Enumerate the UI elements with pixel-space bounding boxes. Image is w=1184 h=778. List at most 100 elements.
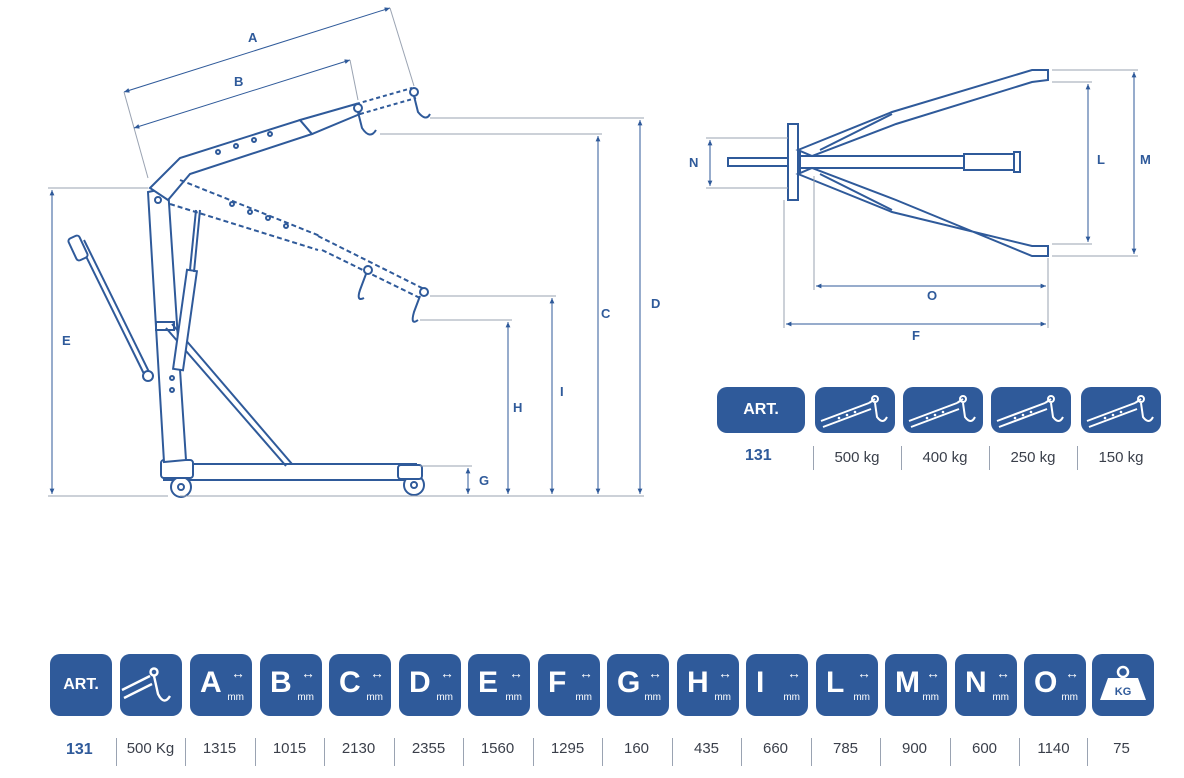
double-arrow-icon: ↔ — [718, 665, 732, 681]
dim-header-letter: F — [548, 666, 567, 699]
double-arrow-icon: ↔ — [301, 665, 315, 681]
dim-header-a: A ↔ mm — [190, 654, 252, 716]
boom-position-4-icon — [1081, 387, 1161, 433]
dim-header-b: B ↔ mm — [260, 654, 322, 716]
unit-label: mm — [575, 692, 592, 703]
dim-header-letter: N — [965, 666, 987, 699]
dim-label-M: M — [1140, 152, 1151, 167]
base-beam — [163, 463, 417, 481]
spec-value-e: 1560 — [480, 740, 515, 757]
weight-icon: KG — [1092, 654, 1154, 716]
double-arrow-icon: ↔ — [440, 665, 454, 681]
dim-header-letter: B — [270, 666, 292, 699]
double-arrow-icon: ↔ — [926, 665, 940, 681]
unit-label: mm — [992, 692, 1009, 703]
dim-label-L: L — [1097, 152, 1105, 167]
capacity-value-3: 250 kg — [1010, 449, 1056, 466]
dim-label-G: G — [479, 473, 489, 488]
rear-wheel — [170, 476, 192, 498]
unit-label: mm — [227, 692, 244, 703]
dim-header-l: L↔mm — [816, 654, 878, 716]
spec-art-number: 131 — [66, 741, 93, 758]
capacity-art-number: 131 — [745, 447, 772, 464]
spec-value-h: 435 — [693, 740, 720, 757]
unit-label: mm — [1061, 692, 1078, 703]
spec-value-c: 2130 — [341, 740, 376, 757]
spec-value-n: 600 — [971, 740, 998, 757]
dim-header-letter: A — [200, 666, 222, 699]
dim-header-h: H ↔ mm — [677, 654, 739, 716]
dim-header-letter: O — [1034, 666, 1058, 699]
unit-label: mm — [505, 692, 522, 703]
spec-value-l: 785 — [832, 740, 859, 757]
spec-art-header-label: ART. — [63, 676, 99, 693]
boom-position-2-icon — [903, 387, 983, 433]
spec-value-m: 900 — [901, 740, 928, 757]
dim-header-i: I ↔ mm — [746, 654, 808, 716]
spec-value-o: 1140 — [1037, 740, 1070, 757]
dim-label-E: E — [62, 333, 71, 348]
dim-label-N: N — [689, 155, 698, 170]
boom-lowered — [169, 179, 427, 299]
dim-header-letter: E — [478, 666, 499, 699]
dim-label-O: O — [927, 288, 937, 303]
spec-art-header: ART. — [50, 654, 112, 716]
dim-label-D: D — [651, 296, 660, 311]
crane-drawing: A B C D E G H I — [48, 7, 1151, 498]
unit-label: mm — [853, 692, 870, 703]
top-leg-upper — [795, 69, 1049, 158]
double-arrow-icon: ↔ — [231, 665, 245, 681]
double-arrow-icon: ↔ — [509, 665, 523, 681]
capacity-value-4: 150 kg — [1098, 449, 1144, 466]
double-arrow-icon: ↔ — [787, 665, 801, 681]
dim-header-d: D↔mm — [399, 654, 461, 716]
dim-label-F: F — [912, 328, 920, 343]
double-arrow-icon: ↔ — [996, 665, 1010, 681]
dim-header-letter: G — [617, 666, 641, 699]
capacity-value-2: 400 kg — [922, 449, 968, 466]
double-arrow-icon: ↔ — [648, 665, 662, 681]
dim-header-letter: I — [756, 666, 765, 699]
dim-header-g: G↔mm — [607, 654, 669, 716]
dim-label-H: H — [513, 400, 522, 415]
boom-raised — [148, 118, 314, 202]
unit-label: mm — [922, 692, 939, 703]
double-arrow-icon: ↔ — [1065, 665, 1079, 681]
double-arrow-icon: ↔ — [370, 665, 384, 681]
spec-value-a: 1315 — [202, 740, 237, 757]
dim-header-n: N ↔ mm — [955, 654, 1017, 716]
dim-header-letter: H — [687, 666, 709, 699]
dim-header-o: O ↔ mm — [1024, 654, 1086, 716]
dim-header-f: F ↔ mm — [538, 654, 600, 716]
spec-value-f: 1295 — [550, 740, 585, 757]
spec-weight-value: 75 — [1113, 740, 1130, 757]
crane-hook-icon — [120, 654, 182, 716]
spec-capacity-value: 500 Kg — [126, 740, 175, 757]
dim-header-c: C↔mm — [329, 654, 391, 716]
top-leg-lower — [795, 166, 1049, 257]
spec-value-i: 660 — [762, 740, 789, 757]
unit-label: mm — [436, 692, 453, 703]
double-arrow-icon: ↔ — [579, 665, 593, 681]
boom-position-1-icon — [815, 387, 895, 433]
capacity-art-header: ART. — [717, 387, 805, 433]
dim-header-letter: L — [826, 666, 845, 699]
spec-value-b: 1015 — [272, 740, 307, 757]
dim-header-m: M ↔ mm — [885, 654, 947, 716]
weight-icon-label: KG — [1115, 686, 1132, 698]
dim-label-B: B — [234, 74, 243, 89]
top-view — [706, 69, 1138, 328]
side-view — [48, 7, 644, 498]
unit-label: mm — [297, 692, 314, 703]
capacity-value-1: 500 kg — [834, 449, 880, 466]
dim-header-letter: C — [339, 666, 361, 699]
unit-label: mm — [783, 692, 800, 703]
spec-value-g: 160 — [623, 740, 650, 757]
boom-position-3-icon — [991, 387, 1071, 433]
dim-header-e: E ↔ mm — [468, 654, 530, 716]
dim-header-letter: M — [895, 666, 920, 699]
capacity-art-header-label: ART. — [743, 401, 779, 418]
unit-label: mm — [714, 692, 731, 703]
dim-label-I: I — [560, 384, 564, 399]
spec-value-d: 2355 — [411, 740, 446, 757]
